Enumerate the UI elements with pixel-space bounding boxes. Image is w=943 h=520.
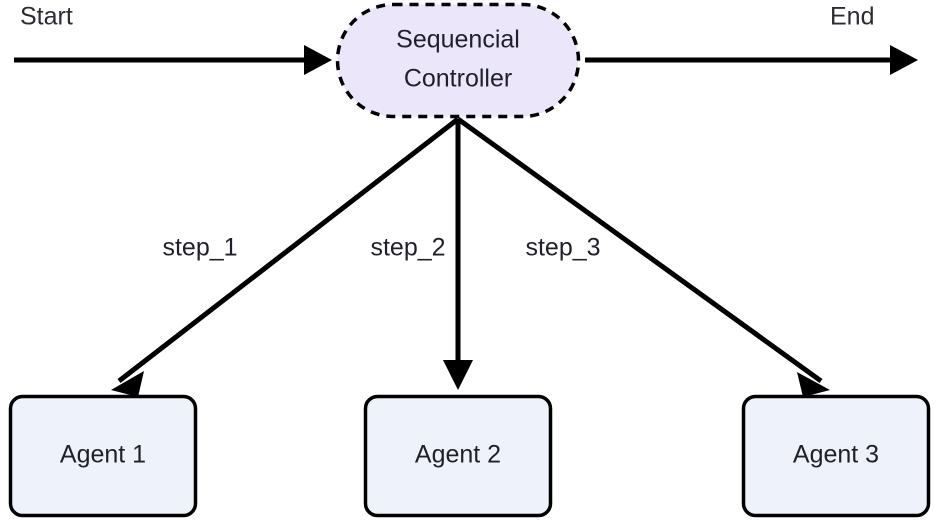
end-label: End	[830, 3, 874, 31]
edge-label-step-1: step_1	[162, 234, 237, 262]
start-label: Start	[20, 3, 73, 31]
agent-2-shape[interactable]	[363, 394, 553, 518]
agent-3-shape[interactable]	[741, 394, 931, 518]
arrowhead-start-to-controller	[304, 45, 332, 75]
node-agent-3[interactable]: Agent 3	[741, 394, 931, 518]
controller-label-line-2: Controller	[404, 65, 512, 93]
node-agent-2[interactable]: Agent 2	[363, 394, 553, 518]
arrowhead-controller-to-end	[890, 45, 918, 75]
controller-label-line-1: Sequencial	[396, 26, 520, 54]
edge-layer	[14, 45, 918, 397]
terminal-label-layer: Start End	[20, 3, 874, 31]
controller-shape[interactable]	[335, 2, 581, 119]
edge-label-step-2: step_2	[370, 234, 445, 262]
edge-controller-to-agent-3	[456, 116, 823, 384]
agent-2-label: Agent 2	[415, 441, 501, 469]
edge-label-layer: step_1 step_2 step_3	[162, 234, 600, 262]
arrowhead-controller-to-agent-1	[111, 371, 144, 397]
arrowhead-controller-to-agent-2	[443, 360, 473, 390]
edge-label-step-3: step_3	[525, 234, 600, 262]
arrowhead-controller-to-agent-3	[797, 372, 830, 397]
agent-1-label: Agent 1	[60, 441, 146, 469]
agent-3-label: Agent 3	[793, 441, 879, 469]
node-sequencial-controller[interactable]: Sequencial Controller	[335, 2, 581, 119]
agent-1-shape[interactable]	[8, 394, 198, 518]
node-agent-1[interactable]: Agent 1	[8, 394, 198, 518]
edge-controller-to-agent-1	[117, 117, 460, 383]
